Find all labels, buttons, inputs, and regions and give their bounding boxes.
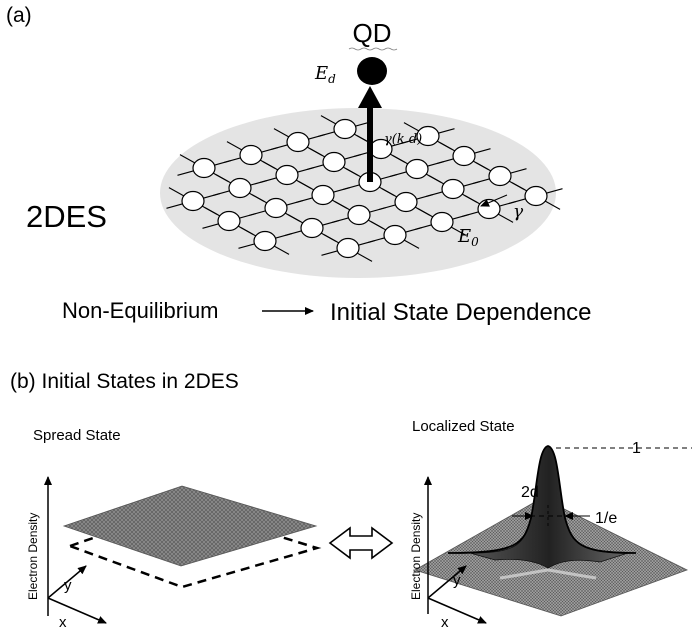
lattice-site: [333, 118, 357, 140]
lattice-site: [405, 158, 429, 180]
lattice-site: [253, 230, 277, 252]
lattice-site: [416, 125, 440, 147]
gamma-label: γ: [513, 202, 524, 222]
lattice-site: [217, 210, 241, 232]
localized-y-label: y: [453, 572, 461, 589]
lattice-site: [441, 178, 465, 200]
lattice-site: [430, 211, 454, 233]
localized-x-axis: [427, 597, 487, 624]
spread-density-sheet: [62, 485, 318, 567]
localized-x-label: x: [441, 614, 449, 631]
peak-value-label: 1: [632, 440, 641, 457]
initial-state-dependence-label: Initial State Dependence: [330, 299, 592, 326]
lattice-site: [239, 144, 263, 166]
lattice-sites: [181, 118, 548, 259]
spread-y-label: y: [64, 577, 72, 594]
e0-label: E0: [457, 226, 479, 249]
lattice-site: [524, 185, 548, 207]
lattice-site: [394, 191, 418, 213]
lattice-site: [275, 164, 299, 186]
lattice-site: [300, 217, 324, 239]
peak-base-highlight: [499, 568, 597, 580]
panel-a-label: (a): [6, 4, 32, 27]
lattice-site: [488, 165, 512, 187]
coupling-arrow-head: [358, 86, 382, 108]
equivalence-double-arrow: [328, 526, 394, 560]
lattice-site: [383, 224, 407, 246]
gaussian-profile-curve: [447, 445, 637, 554]
2des-label: 2DES: [26, 199, 107, 234]
spread-x-axis: [47, 597, 107, 624]
localized-y-axis: [427, 565, 467, 599]
lattice-site: [264, 197, 288, 219]
lattice-site: [347, 204, 371, 226]
spread-axis-title: Electron Density: [26, 513, 40, 600]
spread-state-title: Spread State: [33, 427, 121, 444]
quantum-dot: [357, 57, 387, 85]
non-equilibrium-label: Non-Equilibrium: [62, 298, 219, 323]
lattice-site: [286, 131, 310, 153]
localized-axis-title: Electron Density: [409, 513, 423, 600]
efold-label: 1/e: [595, 510, 617, 527]
lattice-site: [192, 157, 216, 179]
spread-y-axis: [47, 565, 87, 599]
ed-label: Ed: [314, 63, 336, 86]
qd-label: QD: [353, 18, 392, 48]
qd-underline: [348, 47, 398, 51]
lattice-site: [228, 177, 252, 199]
lattice-site: [452, 145, 476, 167]
lattice-site: [336, 237, 360, 259]
lattice-site: [322, 151, 346, 173]
panel-b-label: (b) Initial States in 2DES: [10, 370, 239, 393]
gamma-kd-label: γ(k d): [384, 132, 422, 147]
localized-state-title: Localized State: [412, 418, 515, 435]
lattice-site: [311, 184, 335, 206]
gamma-pointer: [480, 194, 508, 207]
spread-x-label: x: [59, 614, 67, 631]
lattice-site: [181, 190, 205, 212]
width-label: 2d: [521, 484, 539, 501]
